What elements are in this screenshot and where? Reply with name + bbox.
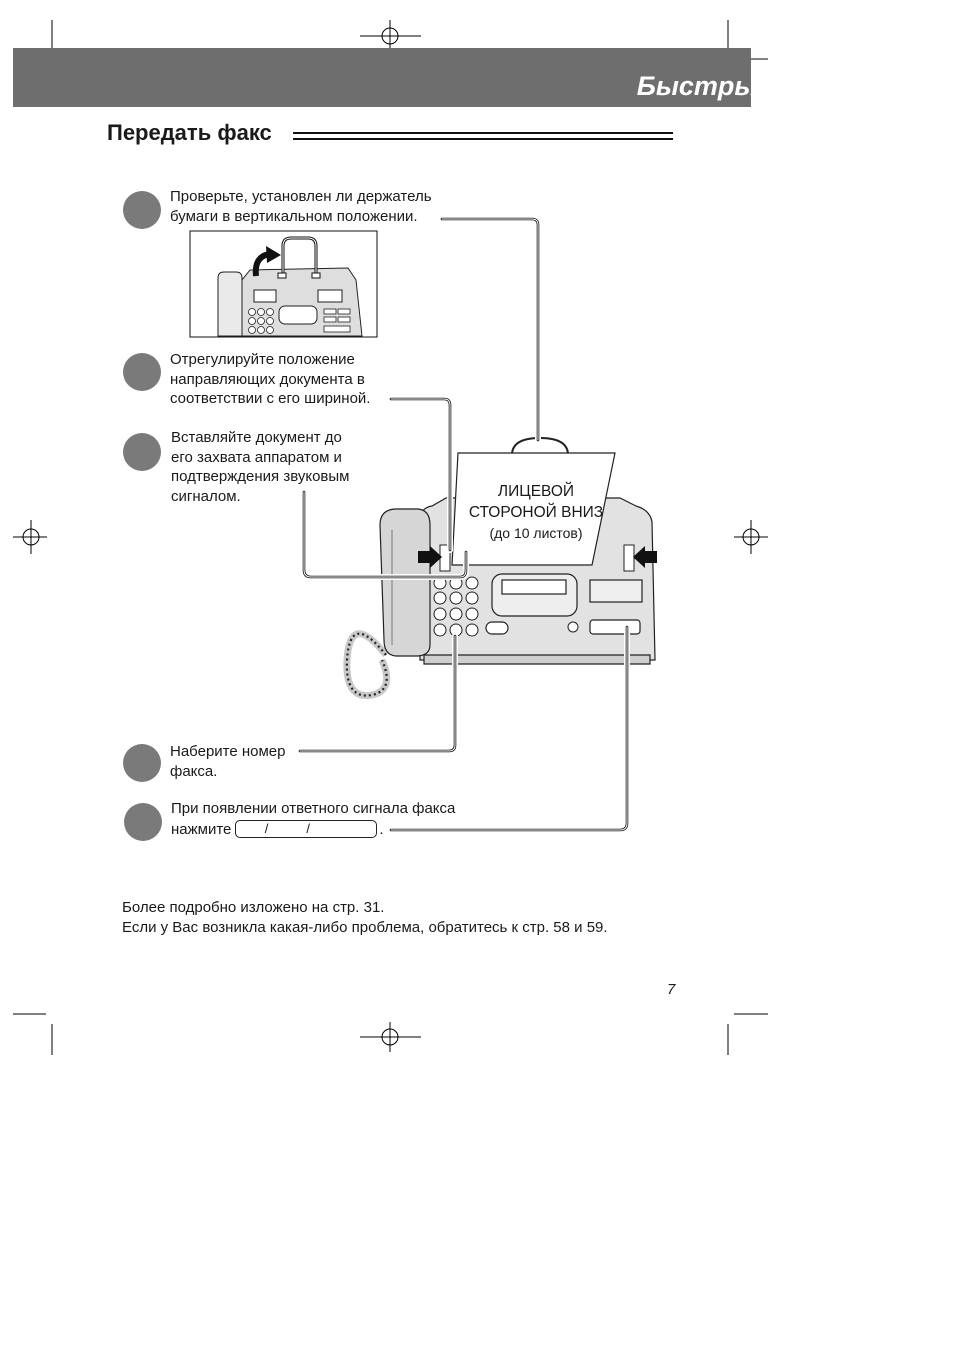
step-5-line-1: При появлении ответного сигнала факса [171, 800, 456, 817]
footer-line-2: Если у Вас возникла какая-либо проблема,… [122, 919, 608, 936]
start-copy-set-button: // [235, 819, 378, 838]
step-4-text: Наберите номер факса. [170, 742, 286, 781]
step-2-line-2: направляющих документа в [170, 370, 365, 388]
step-5-marker [124, 803, 162, 841]
document-label-line3: (до 10 листов) [489, 525, 583, 541]
step-4-marker [123, 744, 161, 782]
header-bar [13, 48, 751, 107]
step-4-line-1: Наберите номер [170, 743, 286, 760]
section-title: Передать факс [107, 120, 272, 145]
page-number: 7 [667, 981, 676, 998]
step-2-line-1: Отрегулируйте положение [170, 351, 355, 368]
header-title: Быстрый старт [636, 71, 876, 101]
step-1-marker [123, 191, 161, 229]
footer-line-1: Более подробно изложено на стр. 31. [122, 899, 385, 916]
step-2-line-3: соответствии с его шириной. [170, 390, 371, 407]
step-1-line-2: бумаги в вертикальном положении. [170, 207, 418, 225]
step-3-marker [123, 433, 161, 471]
document-label-line1: ЛИЦЕВОЙ [497, 483, 575, 500]
document-label: ЛИЦЕВОЙ СТОРОНОЙ ВНИЗ (до 10 листов) [456, 481, 616, 544]
step-3-line-3: подтверждения звуковым [171, 468, 350, 485]
step-5-suffix: . [379, 820, 384, 838]
step-3-line-4: сигналом. [171, 487, 241, 505]
step-2-marker [123, 353, 161, 391]
step-4-line-2: факса. [170, 762, 218, 780]
step-5-text: При появлении ответного сигнала факса на… [171, 799, 455, 839]
guide-arrow-right [633, 546, 657, 568]
step-2-text: Отрегулируйте положение направляющих док… [170, 350, 370, 409]
document-sheet [451, 452, 616, 566]
step-3-line-2: его захвата аппаратом и [171, 448, 342, 466]
step-3-line-1: Вставляйте документ до [171, 429, 342, 446]
footer-note: Более подробно изложено на стр. 31. Если… [122, 898, 608, 938]
step-5-line-2: нажмите//. [171, 819, 455, 840]
paper-holder-inset [189, 230, 378, 338]
step-3-text: Вставляйте документ до его захвата аппар… [171, 428, 349, 506]
step-5-press-label: нажмите [171, 820, 232, 838]
document-label-line2: СТОРОНОЙ ВНИЗ [468, 504, 604, 521]
step-1-text: Проверьте, установлен ли держатель бумаг… [170, 187, 432, 226]
step-1-line-1: Проверьте, установлен ли держатель [170, 188, 432, 205]
guide-arrow-left [418, 546, 442, 568]
title-rule [293, 132, 673, 140]
